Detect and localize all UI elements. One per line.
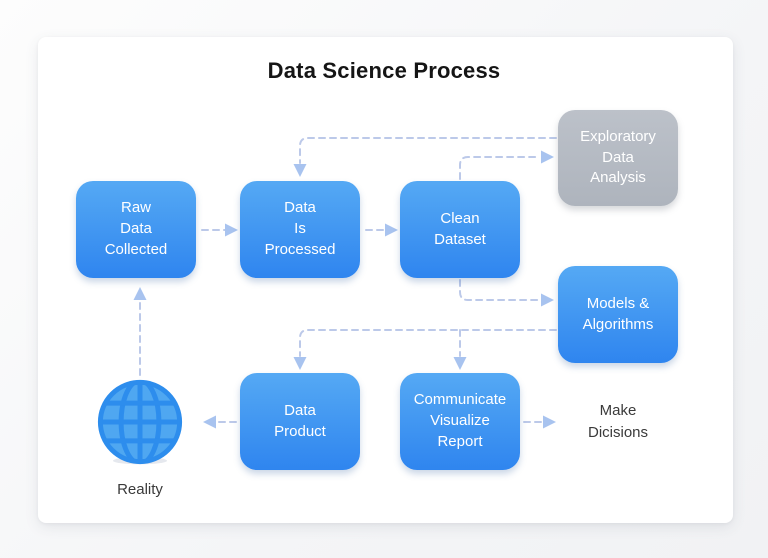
- label-make-decisions: Make Dicisions: [587, 402, 648, 441]
- node-data-product: Data Product: [240, 373, 360, 470]
- node-clean-dataset: Clean Dataset: [400, 181, 520, 278]
- label-reality: Reality: [117, 481, 163, 498]
- node-exploratory-data-analysis: Exploratory Data Analysis: [558, 110, 678, 206]
- node-models-algorithms: Models & Algorithms: [558, 266, 678, 363]
- globe-icon: [95, 377, 185, 467]
- node-data-is-processed: Data Is Processed: [240, 181, 360, 278]
- node-communicate-visualize-report: Communicate Visualize Report: [400, 373, 520, 470]
- diagram-title: Data Science Process: [267, 58, 501, 83]
- node-raw-data-collected: Raw Data Collected: [76, 181, 196, 278]
